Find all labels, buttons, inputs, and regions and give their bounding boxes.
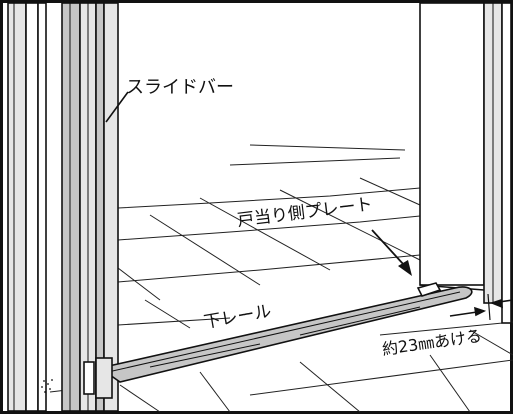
floor-tiles [49,144,513,413]
left-wall-jamb [7,2,47,412]
gap-dimension-arrows [449,293,513,321]
slide-bar [61,2,119,412]
speckle-marks [41,379,53,393]
door-stop-plate [416,282,442,297]
door-stop-plate-arrowhead [398,260,412,276]
slide-bar-leader [105,91,129,123]
right-wall [419,2,512,324]
slide-bar-label: スライドバー [126,77,234,98]
bottom-rail [83,286,473,399]
door-stop-plate-leader [371,229,405,266]
